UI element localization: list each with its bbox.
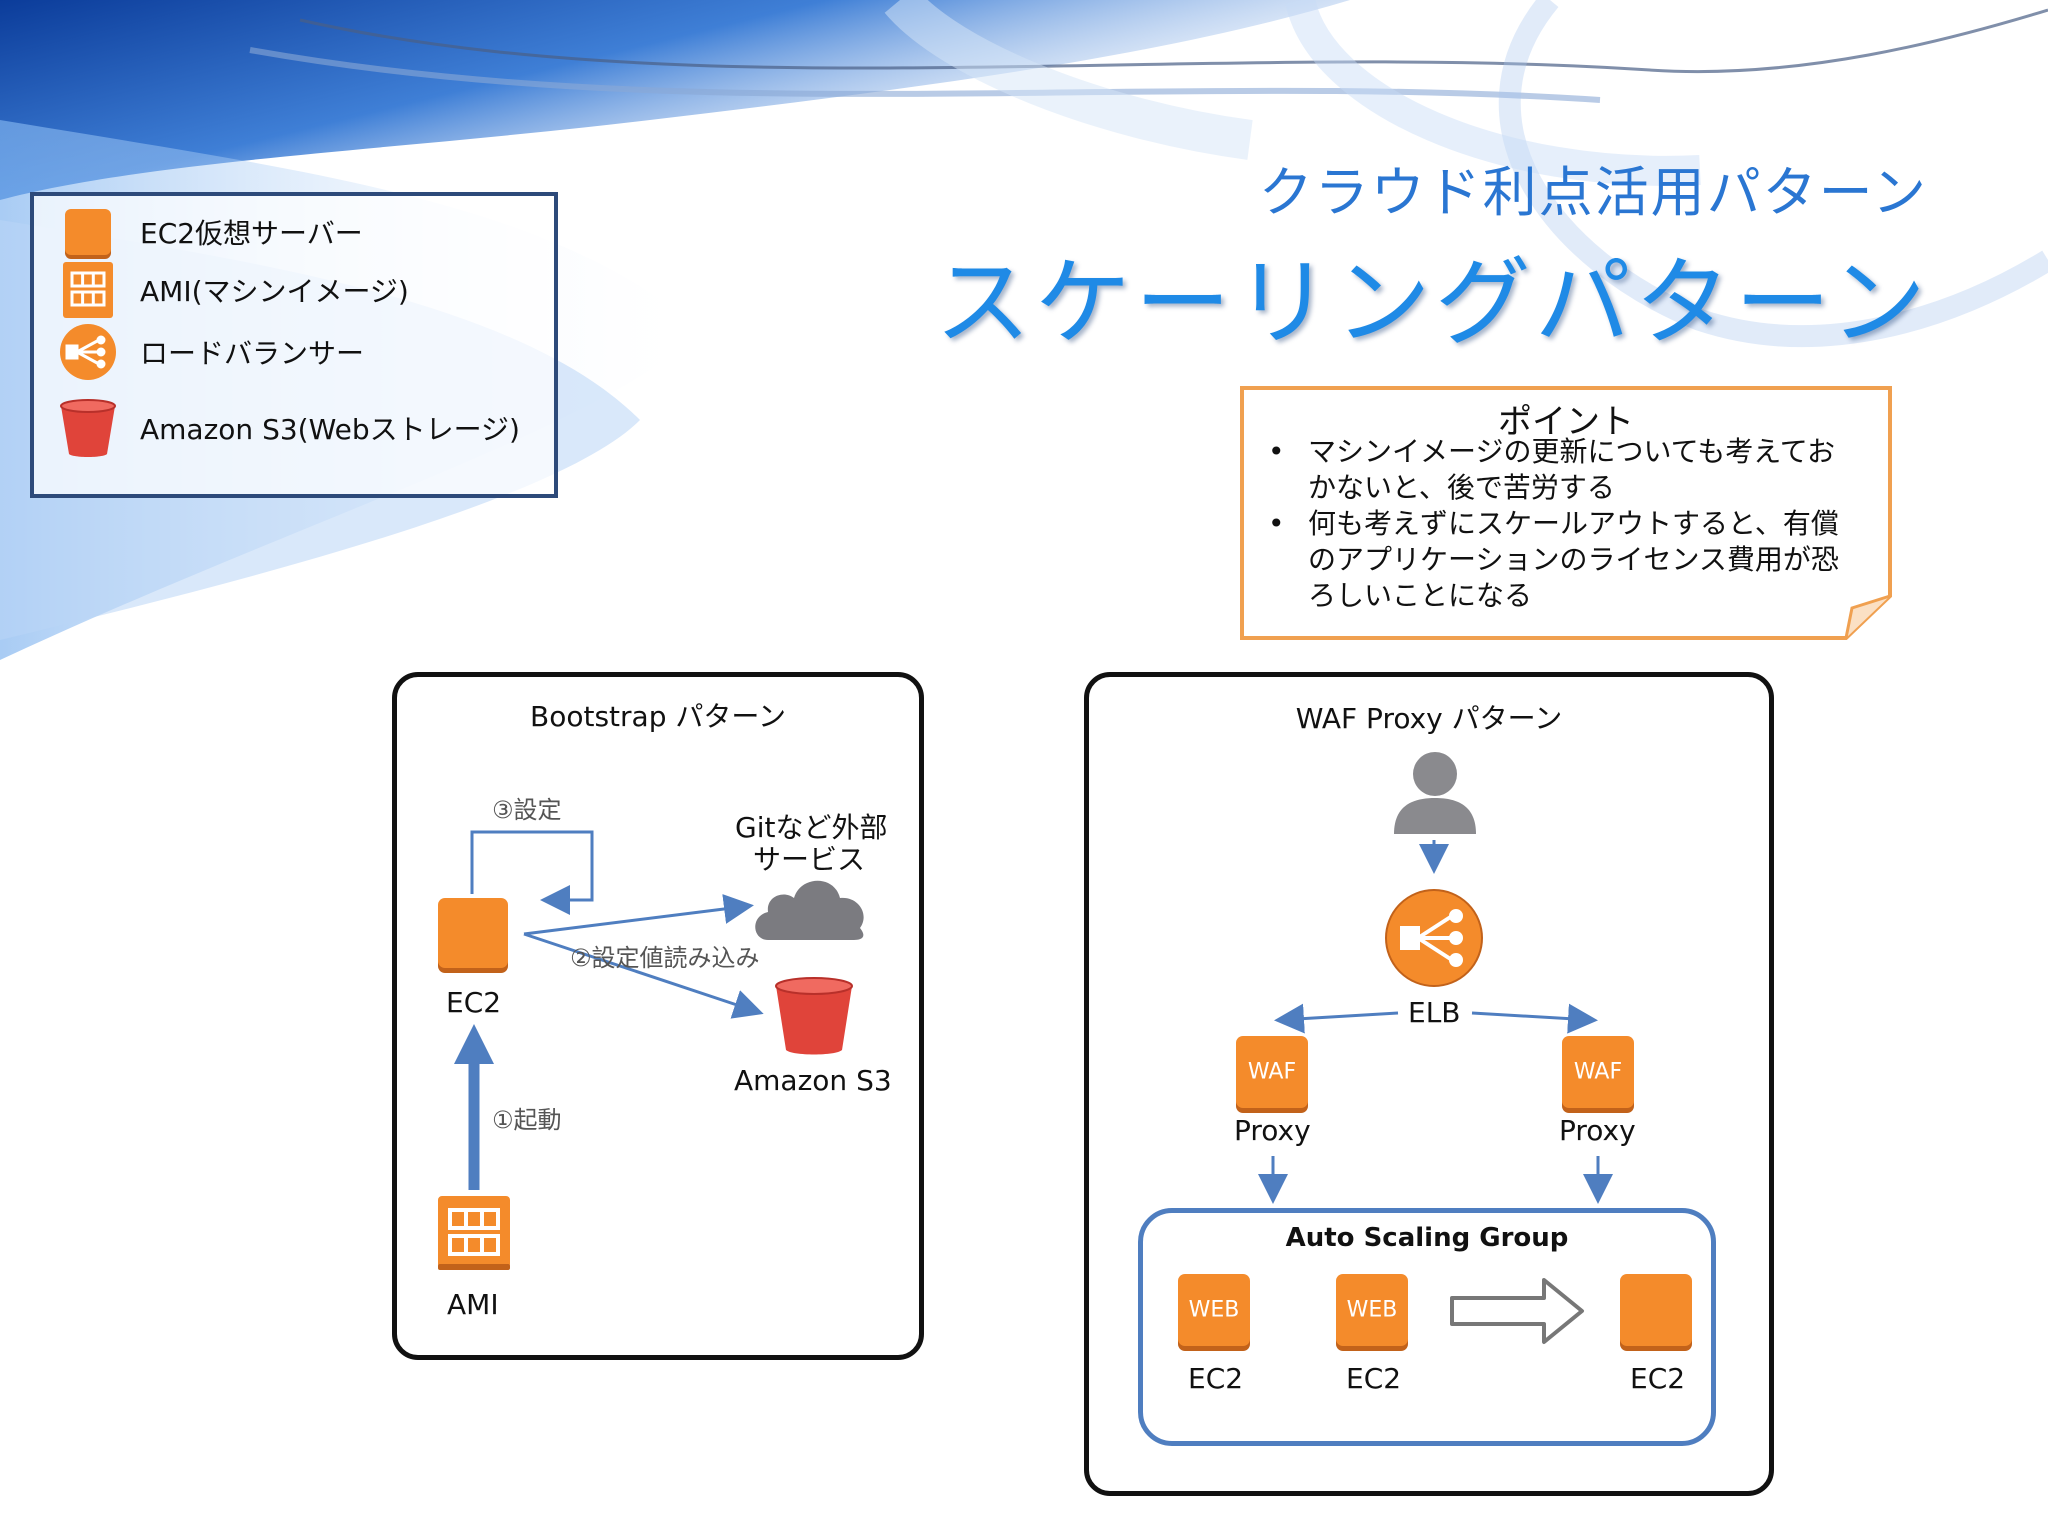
legend-item-s3: Amazon S3(Webストレージ) xyxy=(56,396,520,460)
ec2-label: EC2 xyxy=(1630,1362,1686,1395)
legend-box: EC2仮想サーバー AMI(マシンイメージ) xyxy=(30,192,558,498)
point-bullet: • マシンイメージの更新についても考えてお かないと、後で苦労する xyxy=(1268,435,1835,504)
web-ec2-icon: WEB xyxy=(1336,1274,1408,1346)
bootstrap-title: Bootstrap パターン xyxy=(530,700,786,733)
s3-bucket-icon xyxy=(775,977,853,1055)
web-ec2-icon: WEB xyxy=(1178,1274,1250,1346)
ec2-label: EC2 xyxy=(1346,1362,1402,1395)
legend-label: AMI(マシンイメージ) xyxy=(140,275,409,308)
cloud-icon xyxy=(755,880,864,940)
elb-icon xyxy=(1385,889,1483,987)
external-service-label-line2: サービス xyxy=(753,843,866,876)
legend-label: EC2仮想サーバー xyxy=(140,217,363,250)
legend-item-ec2: EC2仮想サーバー xyxy=(56,200,363,264)
s3-bucket-icon xyxy=(56,396,120,460)
elb-label: ELB xyxy=(1408,996,1461,1029)
point-title: ポイント xyxy=(1498,402,1634,442)
load-balancer-icon xyxy=(56,320,120,384)
page-title: スケーリングパターン xyxy=(934,247,1930,359)
point-note: ポイント • マシンイメージの更新についても考えてお かないと、後で苦労する •… xyxy=(1240,386,1892,640)
scale-out-arrow-icon xyxy=(1450,1278,1584,1344)
ami-icon xyxy=(438,1196,510,1270)
step3-label: ③設定 xyxy=(492,796,562,824)
step1-label: ①起動 xyxy=(492,1106,562,1134)
ec2-icon xyxy=(56,200,120,264)
waf-icon: WAF xyxy=(1236,1036,1308,1108)
proxy-label: Proxy xyxy=(1234,1114,1311,1147)
ec2-icon xyxy=(1620,1274,1692,1346)
ec2-label: EC2 xyxy=(1188,1362,1244,1395)
legend-label: Amazon S3(Webストレージ) xyxy=(140,413,520,446)
bootstrap-ec2-icon xyxy=(438,898,508,968)
waf-title: WAF Proxy パターン xyxy=(1295,702,1563,735)
ami-icon xyxy=(56,258,120,322)
legend-item-ami: AMI(マシンイメージ) xyxy=(56,258,409,322)
legend-label: ロードバランサー xyxy=(140,337,365,370)
waf-icon: WAF xyxy=(1562,1036,1634,1108)
page-subtitle: クラウド利点活用パターン xyxy=(1258,161,1928,224)
step2-label: ②設定値読み込み xyxy=(570,944,760,972)
user-icon xyxy=(1394,752,1476,834)
proxy-label: Proxy xyxy=(1559,1114,1636,1147)
auto-scaling-group: Auto Scaling Group xyxy=(1138,1208,1716,1446)
bootstrap-ami-label: AMI xyxy=(447,1288,499,1321)
bootstrap-s3-label: Amazon S3 xyxy=(734,1064,892,1097)
point-bullet: • 何も考えずにスケールアウトすると、有償 のアプリケーションのライセンス費用が… xyxy=(1268,507,1839,612)
waf-proxy-panel: WAF Proxy パターン xyxy=(1084,672,1774,1496)
legend-item-load-balancer: ロードバランサー xyxy=(56,320,364,384)
external-service-label-line1: Gitなど外部 xyxy=(735,811,888,844)
bootstrap-ec2-label: EC2 xyxy=(446,986,502,1019)
asg-title: Auto Scaling Group xyxy=(1285,1223,1569,1253)
